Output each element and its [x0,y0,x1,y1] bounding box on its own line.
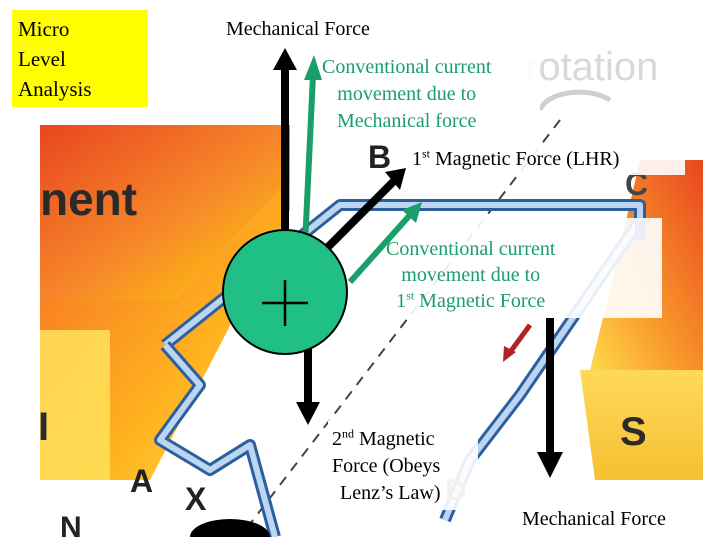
letter-x-label: X [185,481,207,517]
left-magnet-top [40,125,290,300]
title-line-2: Level [18,47,66,71]
left-magnet: nent I [38,125,290,480]
letter-s-label: S [620,410,647,454]
coil-lead-left-inner [157,343,278,537]
first-magnetic-force-arrow [322,177,398,253]
first-magnetic-number: 1 [412,148,422,170]
label-panel-second-magnetic [328,420,478,510]
second-magnetic-text: Magnetic [354,428,435,450]
axle-line [239,119,561,537]
current-magnetic-line-2: movement due to [401,264,541,286]
current-mechanical-line-1: Conventional current [322,56,492,78]
rotation-arc [537,89,612,112]
mechanical-force-down-arrowhead [537,452,563,478]
letter-i-label: I [38,405,49,449]
current-magnetic-number: 1 [396,290,407,312]
current-mechanical-arrowhead [304,55,322,80]
current-mechanical-label: Conventional current movement due to Mec… [322,54,491,135]
letter-n-label: N [60,511,82,537]
second-magnetic-superscript: nd [342,426,354,441]
title-line-1: Micro [18,17,70,41]
current-magnetic-arrow [347,212,413,285]
title-line-3: Analysis [18,77,92,101]
current-magnetic-superscript: st [406,288,415,303]
current-magnetic-line-3: 1st Magnetic Force [386,288,555,314]
micro-level-analysis-box: Micro Level Analysis [12,10,148,107]
label-panel-first-magnetic [415,145,685,175]
first-magnetic-text: Magnetic Force (LHR) [430,148,620,170]
current-mechanical-line-3: Mechanical force [337,110,477,132]
current-mechanical-arrow [302,74,316,246]
first-magnetic-superscript: st [422,146,431,161]
current-direction-arrowhead [503,346,516,362]
mechanical-force-bottom-label: Mechanical Force [522,508,666,530]
second-magnetic-line-3: Lenz’s Law) [340,482,441,504]
rotation-label-faded: rotation [525,45,658,89]
first-magnetic-force-arrowhead [385,168,406,190]
mechanical-force-up-arrowhead [273,48,297,70]
second-magnetic-line-2: Force (Obeys [332,455,441,477]
current-magnetic-text: Magnetic Force [414,290,546,312]
current-mechanical-line-2: movement due to [337,83,477,105]
letter-a-label: A [130,463,153,499]
label-panel-magnetic-current [382,218,662,318]
letter-b-label: B [368,139,391,175]
magnet-left-label: nent [40,173,137,225]
current-magnetic-label: Conventional current movement due to 1st… [386,236,555,314]
second-magnetic-line-1: 2nd Magnetic [332,426,441,453]
current-magnetic-arrowhead [402,202,422,223]
second-magnetic-force-label: 2nd Magnetic Force (Obeys Lenz’s Law) [332,426,441,507]
current-magnetic-line-1: Conventional current [386,238,556,260]
commutator-disc [190,519,270,537]
mechanical-force-top-label: Mechanical Force [226,18,370,40]
second-magnetic-number: 2 [332,428,342,450]
right-magnet-face [580,370,703,480]
second-magnetic-force-arrowhead [296,402,320,425]
first-magnetic-force-label: 1st Magnetic Force (LHR) [412,146,619,172]
left-magnet-side [40,330,110,480]
label-panel-mechanical-current [320,50,540,130]
